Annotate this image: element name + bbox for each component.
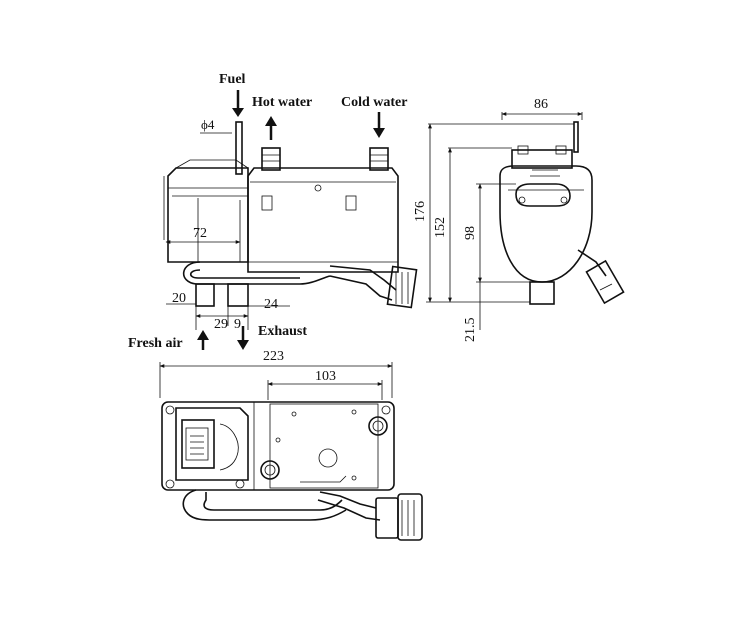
front-body [499, 121, 593, 305]
intake-exhaust-tubes [182, 261, 331, 307]
fuel-diameter-label: ϕ4 [201, 117, 215, 132]
front-connector [577, 249, 625, 305]
burner-housing [163, 159, 249, 263]
hot-water-arrow-icon [265, 116, 277, 140]
hot-water-label: Hot water [252, 95, 312, 110]
front-view: 86 176 152 98 [413, 97, 625, 343]
exhaust-arrow-icon [237, 326, 249, 350]
dim-20: 20 [172, 291, 186, 306]
cold-water-arrow-icon [373, 112, 385, 138]
top-connector [375, 493, 423, 541]
side-view: Fuel Hot water Cold water ϕ4 [128, 72, 418, 351]
heat-exchanger-housing [247, 167, 399, 273]
cold-water-port [369, 147, 389, 171]
dim-98: 98 [463, 226, 478, 240]
fuel-arrow-icon [232, 90, 244, 117]
dim-223: 223 [263, 349, 284, 364]
hot-water-port [261, 147, 281, 171]
fuel-pipe [235, 121, 243, 175]
fresh-air-arrow-icon [197, 330, 209, 350]
fresh-air-label: Fresh air [128, 336, 183, 351]
dim-9: 9 [234, 317, 241, 332]
dim-86: 86 [534, 97, 548, 112]
dim-21-5: 21.5 [463, 318, 478, 343]
dim-24: 24 [264, 297, 278, 312]
wiring-connector [329, 265, 418, 309]
exhaust-label: Exhaust [258, 324, 307, 339]
dim-152: 152 [433, 217, 448, 238]
dim-29: 29 [214, 317, 228, 332]
dim-72: 72 [193, 226, 207, 241]
top-tubes [182, 489, 381, 521]
top-body [161, 401, 395, 491]
top-view: 223 103 [159, 349, 423, 541]
dim-103: 103 [315, 369, 336, 384]
cold-water-label: Cold water [341, 95, 408, 110]
fuel-label: Fuel [219, 72, 246, 87]
dim-176: 176 [413, 201, 428, 222]
